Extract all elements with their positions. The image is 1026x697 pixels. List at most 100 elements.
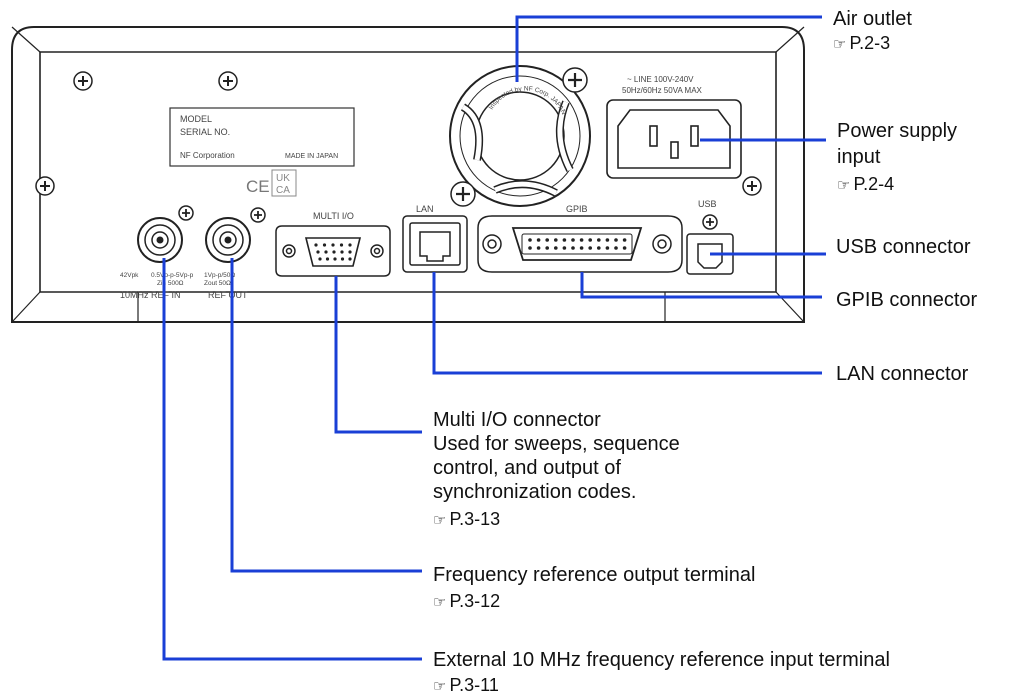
ref-out-bnc-connector xyxy=(205,207,266,263)
connector-pin xyxy=(322,243,327,247)
connector-pin xyxy=(614,238,618,242)
svg-text:Zout 50Ω: Zout 50Ω xyxy=(204,280,231,287)
connector-pin xyxy=(339,243,344,247)
power-supply-ref: ☞P.2-4 xyxy=(837,174,895,194)
pointing-hand-icon: ☞ xyxy=(833,35,847,53)
connector-pin xyxy=(348,250,352,254)
dsub-pins xyxy=(314,243,352,261)
connector-pin xyxy=(554,246,558,250)
multi-io-title: Multi I/O connector xyxy=(433,409,601,431)
multi-io-panel-label: MULTI I/O xyxy=(313,211,354,221)
lan-panel-label: LAN xyxy=(416,204,434,214)
connector-pin xyxy=(333,257,337,261)
ref-in-bnc-connector xyxy=(137,205,194,263)
connector-pin xyxy=(324,250,328,254)
svg-text:0.5Vp-p-5Vp-p: 0.5Vp-p-5Vp-p xyxy=(151,272,194,279)
usb-b-connector xyxy=(686,214,734,275)
svg-text:Zin 500Ω: Zin 500Ω xyxy=(157,280,184,287)
connector-pin xyxy=(605,238,610,242)
usb-panel-label: USB xyxy=(698,199,717,209)
connector-pin xyxy=(562,238,567,242)
leader-air-outlet xyxy=(515,15,822,82)
connector-pin xyxy=(332,250,336,254)
connector-pin xyxy=(325,257,330,261)
connector-pin xyxy=(571,238,575,242)
leader-multi-io xyxy=(334,276,422,434)
connector-pin xyxy=(622,238,627,242)
model-text: MODEL xyxy=(180,114,212,124)
leader-lan xyxy=(432,272,822,375)
pointing-hand-icon: ☞ xyxy=(837,176,851,194)
fan-inspected-text: Inspected by NF Corp. JAPAN xyxy=(488,86,567,117)
multi-io-ref: ☞P.3-13 xyxy=(433,509,501,529)
gpib-connector-title: GPIB connector xyxy=(836,289,978,311)
connector-pin xyxy=(622,246,627,250)
connector-pin xyxy=(316,250,320,254)
leader-gpib xyxy=(580,272,822,299)
connector-pin xyxy=(571,246,575,250)
svg-text:Inspected by NF Corp. JAPAN: Inspected by NF Corp. JAPAN xyxy=(488,86,567,117)
ref-out-title: Frequency reference output terminal xyxy=(433,564,756,586)
multi-io-desc-line2: control, and output of xyxy=(433,457,621,479)
ukca-mark: UK CA xyxy=(271,169,297,197)
leader-ref-in xyxy=(162,258,422,661)
connector-pin xyxy=(597,246,601,250)
line-spec-text: ~ LINE 100V-240V xyxy=(627,75,694,84)
connector-pin xyxy=(318,257,322,261)
multi-io-dsub-connector xyxy=(275,225,391,277)
ref-in-name: 10MHz REF IN xyxy=(120,290,181,300)
air-outlet-ref: ☞P.2-3 xyxy=(833,33,891,53)
gpib-panel-label: GPIB xyxy=(566,204,588,214)
connector-pin xyxy=(348,257,352,261)
connector-pin xyxy=(340,257,345,261)
connector-pin xyxy=(588,246,592,250)
connector-pin xyxy=(331,243,335,247)
svg-text:1Vp-p/50Ω: 1Vp-p/50Ω xyxy=(204,272,235,279)
ref-in-title: External 10 MHz frequency reference inpu… xyxy=(433,649,890,671)
ref-out-name: REF OUT xyxy=(208,290,248,300)
rear-panel-housing xyxy=(11,26,805,323)
multi-io-desc-line3: synchronization codes. xyxy=(433,481,637,503)
pointing-hand-icon: ☞ xyxy=(433,511,447,529)
gpib-connector xyxy=(477,215,683,273)
connector-pin xyxy=(579,246,584,250)
connector-pin xyxy=(554,238,558,242)
connector-pin xyxy=(348,243,352,247)
leader-ref-out xyxy=(230,258,422,573)
connector-pin xyxy=(536,238,541,242)
connector-pin xyxy=(614,246,618,250)
gpib-pins xyxy=(528,238,627,250)
maker-text: NF Corporation xyxy=(180,151,235,160)
air-outlet-title: Air outlet xyxy=(833,8,912,30)
svg-text:42Vpk: 42Vpk xyxy=(120,272,139,279)
connector-pin xyxy=(605,246,610,250)
power-supply-title-line1: Power supply xyxy=(837,120,958,142)
serial-text: SERIAL NO. xyxy=(180,127,230,137)
connector-pin xyxy=(528,238,532,242)
pointing-hand-icon: ☞ xyxy=(433,677,447,695)
connector-pin xyxy=(562,246,567,250)
panel-screw xyxy=(35,71,762,196)
connector-pin xyxy=(588,238,592,242)
connector-pin xyxy=(597,238,601,242)
ref-out-ref: ☞P.3-12 xyxy=(433,591,501,611)
svg-text:UK: UK xyxy=(276,173,290,184)
pointing-hand-icon: ☞ xyxy=(433,593,447,611)
usb-connector-title: USB connector xyxy=(836,236,971,258)
lan-rj45-connector xyxy=(402,215,468,273)
leader-lines xyxy=(162,15,826,661)
air-outlet-fan xyxy=(449,65,591,207)
lan-connector-title: LAN connector xyxy=(836,363,969,385)
connector-pin xyxy=(545,238,549,242)
ref-in-ref: ☞P.3-11 xyxy=(433,675,499,695)
connector-pin xyxy=(314,243,318,247)
svg-text:CA: CA xyxy=(276,185,290,196)
multi-io-desc-line1: Used for sweeps, sequence xyxy=(433,433,680,455)
connector-pin xyxy=(536,246,541,250)
power-supply-title-line2: input xyxy=(837,146,881,168)
origin-text: MADE IN JAPAN xyxy=(285,153,338,160)
connector-pin xyxy=(528,246,532,250)
connector-pin xyxy=(579,238,584,242)
ce-mark: CE xyxy=(246,177,270,196)
